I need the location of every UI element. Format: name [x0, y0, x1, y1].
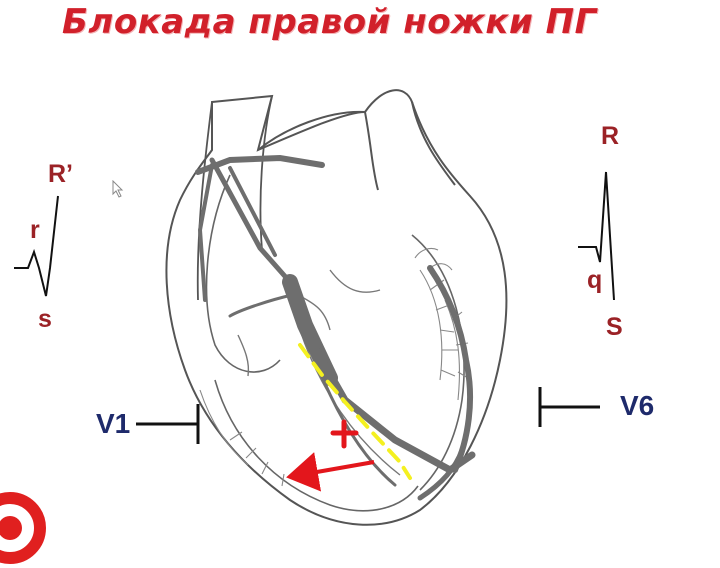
mouse-cursor-icon	[112, 180, 124, 198]
v1-r-label: r	[30, 218, 40, 243]
v1-s-label: s	[38, 307, 52, 332]
logo-icon	[0, 488, 50, 568]
v6-r-label: R	[601, 124, 619, 149]
lead-v6-label: V6	[620, 392, 654, 420]
v1-electrode-marker	[136, 404, 198, 444]
v6-q-label: q	[587, 268, 602, 293]
v1-qrs-complex	[14, 196, 58, 296]
lead-v1-label: V1	[96, 410, 130, 438]
v1-r-prime-label: R’	[48, 162, 73, 187]
heart-diagram	[0, 0, 720, 540]
v6-s-label: S	[606, 315, 623, 340]
v6-electrode-marker	[540, 387, 600, 427]
